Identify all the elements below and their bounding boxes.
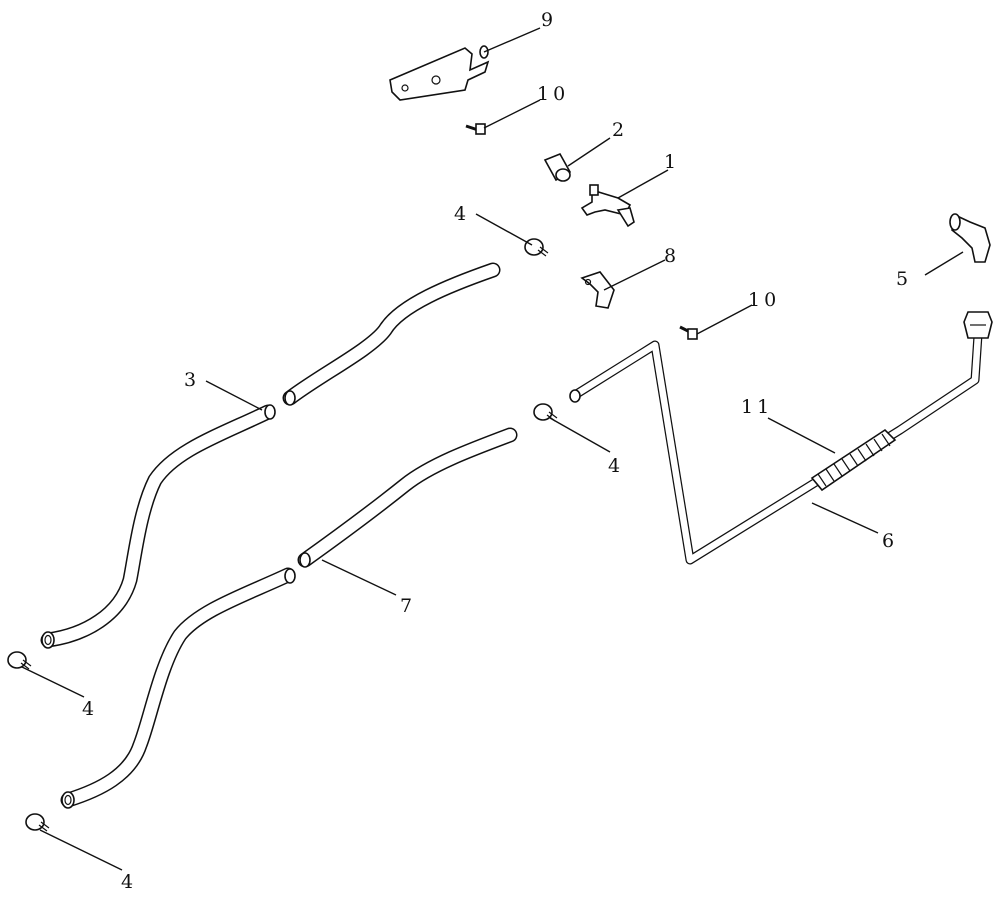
callout-10-upper: 10 xyxy=(537,83,569,105)
spring-11 xyxy=(810,428,897,492)
callout-3: 3 xyxy=(184,369,196,391)
hose-3-upper xyxy=(282,262,501,406)
callout-4-bottom-left: 4 xyxy=(121,871,133,893)
leader-11 xyxy=(767,417,836,454)
callout-8: 8 xyxy=(664,245,676,267)
leader-10-lower xyxy=(696,304,753,335)
screw-10-lower xyxy=(679,325,698,340)
callout-6: 6 xyxy=(882,530,894,552)
hose-7-upper xyxy=(297,427,518,568)
callout-7: 7 xyxy=(400,595,412,617)
bracket-9 xyxy=(389,45,490,101)
hose-7-lower xyxy=(60,567,296,809)
callout-10-lower: 10 xyxy=(748,289,780,311)
leader-2 xyxy=(567,137,611,167)
leader-4-bottom-left xyxy=(39,829,123,871)
callout-9: 9 xyxy=(541,9,553,31)
screw-10-upper xyxy=(465,123,486,135)
leader-4-lower-left xyxy=(21,666,85,698)
leader-10-upper xyxy=(483,99,541,129)
elbow-5 xyxy=(949,213,991,263)
pipe-6 xyxy=(569,334,983,565)
clamp-4-top xyxy=(524,238,549,257)
callout-5: 5 xyxy=(896,268,908,290)
callout-4-middle: 4 xyxy=(608,455,620,477)
leader-6 xyxy=(811,502,879,534)
callout-11: 11 xyxy=(741,396,773,418)
leader-3 xyxy=(205,380,263,411)
leader-5 xyxy=(924,251,964,276)
clamp-4-lower-left xyxy=(7,651,32,670)
leader-1 xyxy=(617,169,669,199)
leader-4-top xyxy=(475,213,533,246)
leader-8 xyxy=(603,259,666,291)
callout-2: 2 xyxy=(612,119,624,141)
fitting-nut xyxy=(963,311,993,339)
valve-1 xyxy=(580,184,635,228)
callout-4-top: 4 xyxy=(454,203,466,225)
leader-9 xyxy=(483,27,541,53)
callout-4-lower-left: 4 xyxy=(82,698,94,720)
leader-4-middle xyxy=(549,417,611,453)
clip-8 xyxy=(580,271,615,309)
clamp-4-middle xyxy=(533,403,558,422)
hose-3-lower xyxy=(40,404,276,649)
plug-2 xyxy=(543,152,572,182)
leader-7 xyxy=(321,559,397,596)
callout-1: 1 xyxy=(664,151,676,173)
clamp-4-bottom-left xyxy=(25,813,50,832)
